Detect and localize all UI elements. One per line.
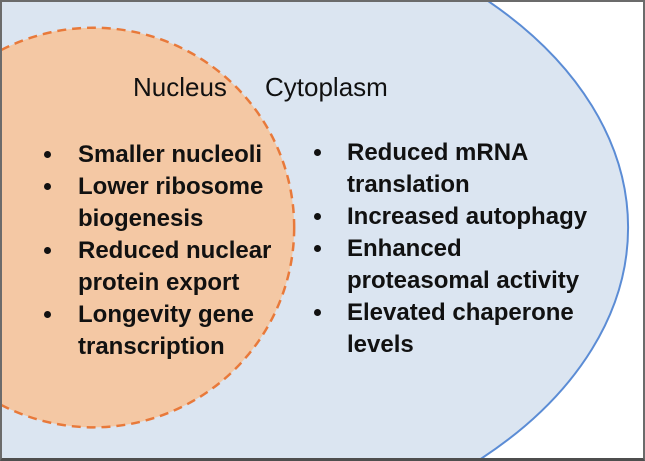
bullet-icon	[42, 183, 54, 190]
bullet-icon	[42, 247, 54, 254]
list-item-text: Enhanced proteasomal activity	[347, 235, 580, 294]
nucleus-shape	[2, 26, 296, 429]
bullet-icon	[42, 311, 54, 318]
bullet-icon	[42, 151, 54, 158]
bullet-icon	[312, 149, 324, 156]
list-item-text: Reduced nuclear protein export	[78, 237, 272, 296]
list-item: Lower ribosome biogenesis	[42, 171, 271, 235]
list-item-text: Longevity gene transcription	[78, 301, 255, 360]
nucleus-feature-list: Smaller nucleoli Lower ribosome biogenes…	[42, 139, 271, 363]
list-item-text: Smaller nucleoli	[78, 141, 263, 168]
list-item: Smaller nucleoli	[42, 139, 271, 171]
list-item-text: Elevated chaperone levels	[347, 299, 574, 358]
list-item: Reduced mRNA translation	[312, 137, 587, 201]
list-item: Increased autophagy	[312, 201, 587, 233]
list-item: Reduced nuclear protein export	[42, 235, 271, 299]
cytoplasm-label: Cytoplasm	[265, 72, 388, 102]
list-item: Enhanced proteasomal activity	[312, 233, 587, 297]
list-item: Longevity gene transcription	[42, 299, 271, 363]
bullet-icon	[312, 245, 324, 252]
list-item-text: Lower ribosome biogenesis	[78, 173, 264, 232]
list-item-text: Reduced mRNA translation	[347, 139, 529, 198]
bullet-icon	[312, 213, 324, 220]
nucleus-label: Nucleus	[133, 72, 227, 102]
list-item-text: Increased autophagy	[347, 203, 588, 230]
list-item: Elevated chaperone levels	[312, 297, 587, 361]
cytoplasm-feature-list: Reduced mRNA translation Increased autop…	[312, 137, 587, 361]
bullet-icon	[312, 309, 324, 316]
